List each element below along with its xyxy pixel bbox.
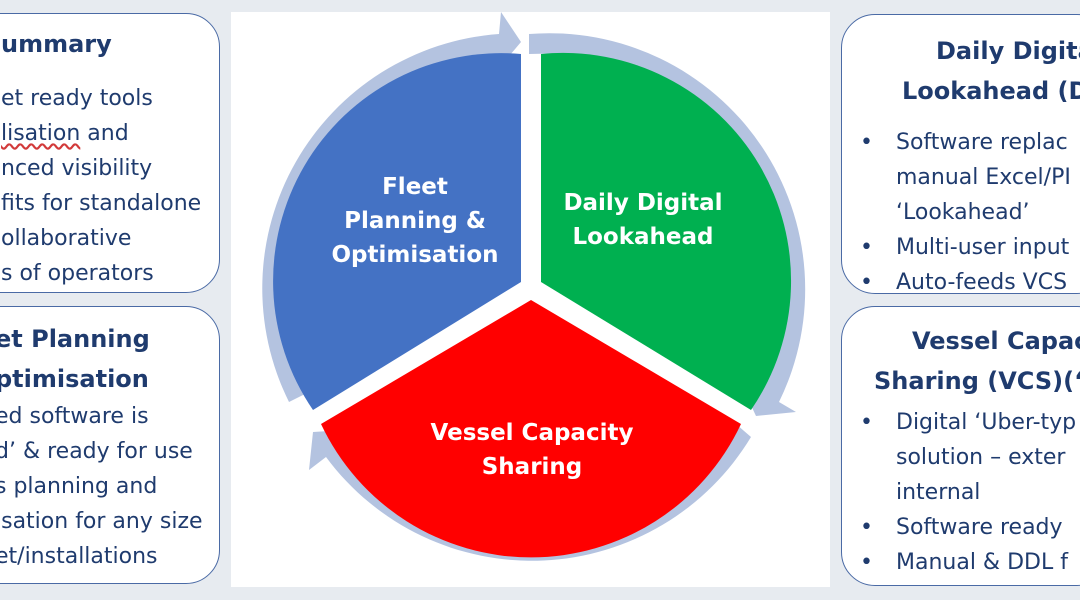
ddl-bullet-3: Auto-feeds VCS <box>860 265 1071 293</box>
vcs-bullet-1: Digital ‘Uber-typ <box>860 405 1076 440</box>
vcs-bullet-1-cont-1: solution – exter <box>896 445 1066 470</box>
fleet-line-2: d’ & ready for use <box>0 439 193 464</box>
fleet-line-4: isation for any size <box>0 509 203 534</box>
ddl-bullet-1-cont-1: manual Excel/PI <box>896 165 1071 190</box>
summary-line-2-rest: and <box>80 121 129 146</box>
fleet-line-1: ed software is <box>0 404 149 429</box>
ddl-bullet-1: Software replac <box>860 125 1071 160</box>
cycle-segment-fleet-planning <box>273 53 521 411</box>
fleet-card-title-1: et Planning <box>0 325 150 353</box>
vcs-segment-label-1: Vessel Capacity <box>431 420 634 446</box>
vcs-card: Vessel Capac Sharing (VCS)(‘U Digital ‘U… <box>841 306 1080 586</box>
cycle-arrow-ring-right <box>529 33 806 417</box>
vcs-bullet-3: Manual & DDL f <box>860 545 1076 580</box>
summary-line-2-misspelled: lisation <box>1 121 81 146</box>
ddl-bullet-1-cont-2: ‘Lookahead’ <box>896 200 1030 225</box>
summary-title: ummary <box>1 30 112 58</box>
fleet-line-5: et/installations <box>0 544 158 569</box>
vcs-card-bullets: Digital ‘Uber-typ solution – exter inter… <box>860 405 1076 580</box>
ddl-card-title-2: Lookahead (D <box>902 77 1080 105</box>
vcs-bullet-1-cont-2: internal <box>896 480 981 505</box>
vcs-card-titles: Vessel Capac Sharing (VCS)(‘U <box>874 321 1080 401</box>
summary-card: ummary et ready tools lisation and nced … <box>0 13 220 293</box>
cycle-diagram-panel: Fleet Planning & Optimisation Daily Digi… <box>231 12 830 587</box>
ddl-card-title-1: Daily Digita <box>936 37 1080 65</box>
summary-line-4: fits for standalone <box>1 191 202 216</box>
fleet-segment-label-1: Fleet <box>382 174 448 200</box>
summary-body: et ready tools lisation and nced visibil… <box>1 81 201 291</box>
summary-line-5: ollaborative <box>1 226 132 251</box>
fleet-card-title-2: ptimisation <box>0 365 149 393</box>
vcs-segment-label-2: Sharing <box>482 454 583 480</box>
ddl-card-bullets: Software replac manual Excel/PI ‘Lookahe… <box>860 125 1071 293</box>
fleet-segment-label-2: Planning & <box>344 208 486 234</box>
fleet-planning-card: et Planning ptimisation ed software is d… <box>0 306 220 584</box>
summary-line-6: s of operators <box>1 261 154 286</box>
ddl-bullet-2: Multi-user input <box>860 230 1071 265</box>
summary-line-1: et ready tools <box>1 86 153 111</box>
vcs-card-title-1: Vessel Capac <box>912 327 1080 355</box>
fleet-segment-label-3: Optimisation <box>331 242 498 268</box>
fleet-card-body: ed software is d’ & ready for use s plan… <box>0 399 203 574</box>
vcs-bullet-2: Software ready <box>860 510 1076 545</box>
summary-line-2: lisation and <box>1 116 201 151</box>
ddl-segment-label-2: Lookahead <box>572 224 713 250</box>
cycle-segment-daily-digital-lookahead <box>541 52 792 410</box>
ddl-card-titles: Daily Digita Lookahead (D <box>902 31 1080 111</box>
vcs-card-title-2: Sharing (VCS)(‘U <box>874 367 1080 395</box>
fleet-line-3: s planning and <box>0 474 158 499</box>
ddl-card: Daily Digita Lookahead (D Software repla… <box>841 14 1080 294</box>
cycle-diagram: Fleet Planning & Optimisation Daily Digi… <box>262 12 806 561</box>
ddl-segment-label-1: Daily Digital <box>563 190 722 216</box>
summary-line-3: nced visibility <box>1 156 153 181</box>
cycle-segment-vessel-capacity-sharing <box>321 300 741 558</box>
